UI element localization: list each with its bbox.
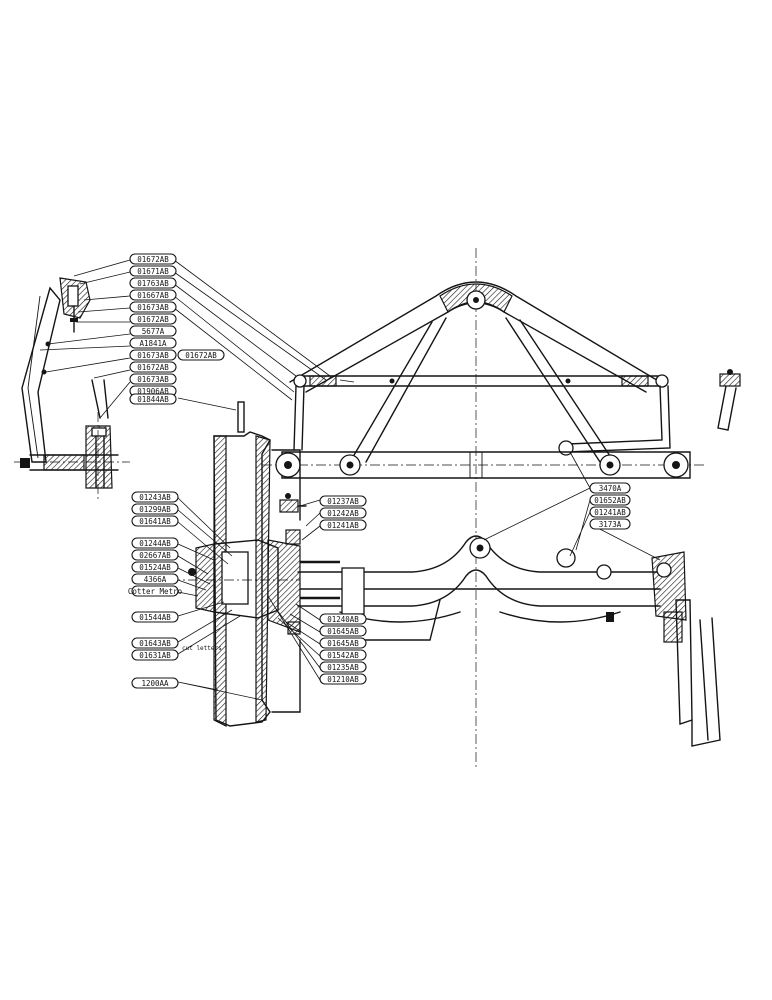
labels-axle-center: 3470A 01652AB 01241AB 3173A: [589, 482, 631, 530]
labels-left-steering: 01672AB 01671AB 01763AB 01667AB 01673AB …: [129, 253, 225, 397]
part-label: 3173A: [599, 520, 622, 529]
part-label: 01645AB: [327, 639, 359, 648]
part-label: 01235AB: [327, 663, 359, 672]
part-label: 01672AB: [137, 363, 169, 372]
part-label: 01844AB: [137, 395, 169, 404]
part-label: 02667AB: [139, 551, 171, 560]
part-label: 01906AB: [137, 387, 169, 396]
steering-arm-detail: [14, 277, 130, 500]
labels-knuckle: 01237AB 01242AB 01241AB: [319, 495, 367, 531]
part-label: 01237AB: [327, 497, 359, 506]
part-note: cut letters: [182, 645, 222, 652]
part-label: 01667AB: [137, 291, 169, 300]
part-label: 01244AB: [139, 539, 171, 548]
part-label: 01524AB: [139, 563, 171, 572]
part-label: 01643AB: [139, 639, 171, 648]
part-label: 01673AB: [137, 303, 169, 312]
label-drag-link: 01844AB: [129, 393, 177, 405]
front-axle-beam: [297, 535, 661, 641]
part-label: 01672AB: [137, 255, 169, 264]
part-label: 5677A: [142, 327, 165, 336]
label-wheel: 1200AA: [131, 677, 179, 689]
part-label: 01243AB: [139, 493, 171, 502]
part-labels: 01672AB 01671AB 01763AB 01667AB 01673AB …: [128, 253, 631, 689]
labels-front-hub: 01243AB 01299AB 01641AB 01244AB 02667AB …: [128, 491, 183, 597]
labels-spindle: 01240AB 01645AB 01645AB 01542AB 01235AB …: [319, 613, 367, 685]
part-label: 4366A: [144, 575, 167, 584]
frame-top-view: [262, 248, 704, 770]
part-label: 01241AB: [594, 508, 626, 517]
leader-lines: [39, 259, 661, 701]
part-label: A1841A: [139, 339, 167, 348]
part-label: 01673AB: [137, 375, 169, 384]
right-knuckle: [651, 551, 721, 747]
part-label: 01241AB: [327, 521, 359, 530]
labels-hub-lower: 01544AB 01643AB 01631AB cut letters: [131, 611, 222, 661]
part-label: 01671AB: [137, 267, 169, 276]
grease-fitting-detail: [717, 369, 741, 431]
part-label: 01652AB: [594, 496, 626, 505]
part-label: 3470A: [599, 484, 622, 493]
part-label: Cotter Metro: [128, 587, 183, 596]
part-label: 01544AB: [139, 613, 171, 622]
part-label: 01242AB: [327, 509, 359, 518]
front-wheel-section: [170, 401, 340, 727]
part-label: 01210AB: [327, 675, 359, 684]
part-label: 01645AB: [327, 627, 359, 636]
part-label: 01631AB: [139, 651, 171, 660]
part-label: 01672AB: [137, 315, 169, 324]
part-label: 01641AB: [139, 517, 171, 526]
part-label: 01673AB: [137, 351, 169, 360]
part-label: 01299AB: [139, 505, 171, 514]
part-label: 1200AA: [141, 679, 169, 688]
part-label: 01672AB: [185, 351, 217, 360]
part-label: 01763AB: [137, 279, 169, 288]
part-label: 01240AB: [327, 615, 359, 624]
part-label: 01542AB: [327, 651, 359, 660]
